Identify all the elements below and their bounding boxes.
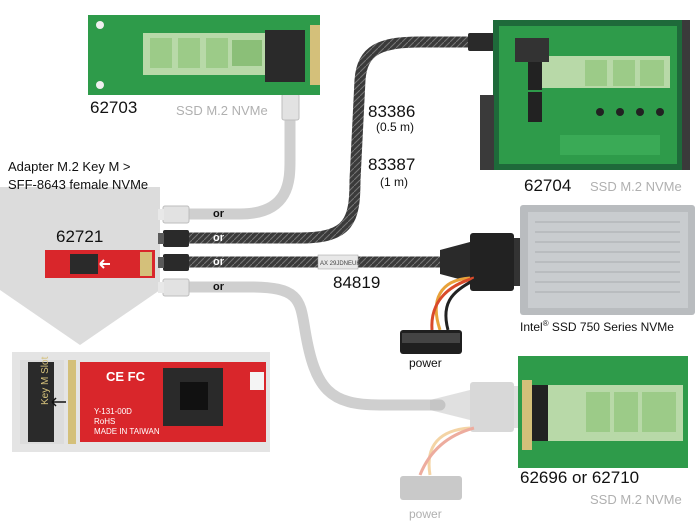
- cable-to-62696: [182, 281, 446, 411]
- ce-fcc-marks: CE FC: [106, 369, 145, 384]
- board-62704: [480, 20, 690, 170]
- u2-connector-84819: [400, 233, 524, 354]
- power-label-top: power: [409, 356, 442, 370]
- caption-62704: SSD M.2 NVMe: [590, 179, 682, 194]
- or-label-3: or: [213, 256, 224, 268]
- or-label-2: or: [213, 232, 224, 244]
- cable-to-62703: [182, 94, 296, 220]
- key-m-slot-text: Key M Slot: [40, 356, 51, 405]
- length-83386: (0.5 m): [376, 120, 415, 134]
- intel-brand: Intel: [520, 320, 543, 334]
- intel-ssd-label: Intel® SSD 750 Series NVMe: [520, 319, 674, 334]
- label-62696-62710: 62696 or 62710: [520, 468, 640, 487]
- intel-reg-mark: ®: [542, 319, 549, 328]
- caption-62696: SSD M.2 NVMe: [590, 492, 682, 507]
- adapter-description-line2: SFF-8643 female NVMe: [8, 177, 149, 192]
- length-83387: (1 m): [380, 175, 408, 189]
- board-62703: [88, 15, 320, 95]
- board-line-3: MADE IN TAIWAN: [94, 427, 160, 436]
- intel-model: SSD 750 Series NVMe: [548, 320, 674, 334]
- or-label-1: or: [213, 208, 224, 220]
- board-line-1: Y-131-00D: [94, 407, 132, 416]
- sff8643-connector-62703: [281, 93, 300, 121]
- cable-label-band: [317, 254, 359, 270]
- cable-83386-83387: [182, 36, 481, 244]
- or-label-4: or: [213, 281, 224, 293]
- board-62696: [518, 356, 688, 468]
- label-62703: 62703: [90, 98, 138, 117]
- label-62704: 62704: [524, 176, 572, 195]
- adapter-62721-small: [45, 250, 155, 278]
- power-label-bottom: power: [409, 507, 442, 521]
- label-62721: 62721: [56, 227, 104, 246]
- adapter-description-line1: Adapter M.2 Key M >: [8, 159, 131, 174]
- label-84819: 84819: [333, 273, 381, 292]
- label-83386: 83386: [368, 102, 416, 121]
- caption-62703: SSD M.2 NVMe: [176, 103, 268, 118]
- label-83387: 83387: [368, 155, 416, 174]
- sff8643-connector-62704: [468, 33, 498, 51]
- intel-ssd-750: [520, 205, 695, 315]
- board-line-2: RoHS: [94, 417, 116, 426]
- cable-label-band-text: AX 29JDNEUH: [320, 261, 361, 267]
- sff8643-connectors: [158, 205, 190, 297]
- adapter-62721-zoom: [12, 352, 270, 452]
